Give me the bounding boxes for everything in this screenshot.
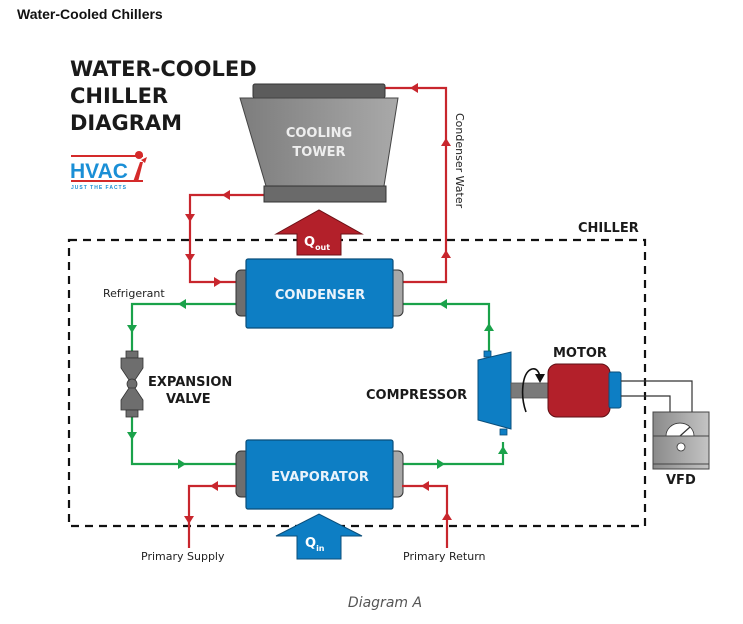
- vfd-label: VFD: [666, 473, 696, 488]
- flow-arrow: [185, 214, 195, 222]
- heat-out-arrow: Qout: [274, 209, 364, 256]
- svg-text:Qin: Qin: [305, 536, 325, 553]
- flow-arrow: [127, 432, 137, 440]
- compressor-label: COMPRESSOR: [366, 388, 467, 403]
- chiller-boundary-label: CHILLER: [578, 221, 639, 236]
- rotation-arrow-icon: [521, 368, 545, 413]
- flow-arrow: [439, 299, 447, 309]
- expansion-valve: [120, 350, 144, 418]
- condenser-label: CONDENSER: [275, 288, 365, 303]
- primary-supply-label: Primary Supply: [141, 550, 225, 563]
- cooling-tower: COOLING TOWER: [239, 83, 399, 203]
- vfd: [652, 411, 710, 470]
- motor: [547, 363, 622, 418]
- cooling-tower-label-2: TOWER: [292, 145, 345, 160]
- flow-arrow: [421, 481, 429, 491]
- flow-arrow: [498, 446, 508, 454]
- page-heading: Water-Cooled Chillers: [17, 6, 163, 22]
- svg-text:Qout: Qout: [304, 235, 330, 252]
- flow-arrow: [484, 323, 494, 331]
- flow-arrow: [410, 83, 418, 93]
- logo-tagline: JUST THE FACTS: [71, 185, 127, 191]
- compressor-shaft: [510, 382, 549, 399]
- flow-arrow: [222, 190, 230, 200]
- logo-text: HVAC: [70, 160, 128, 183]
- q-in-main: Q: [305, 536, 316, 551]
- flow-arrow: [210, 481, 218, 491]
- info-i-icon: [133, 151, 147, 182]
- flow-arrow: [214, 277, 222, 287]
- compressor: [477, 350, 512, 436]
- evaporator-label: EVAPORATOR: [271, 470, 369, 485]
- primary-return-label: Primary Return: [403, 550, 486, 563]
- cooling-tower-label-1: COOLING: [286, 126, 352, 141]
- q-out-main: Q: [304, 235, 315, 250]
- hvac-logo: HVAC JUST THE FACTS: [70, 151, 147, 191]
- q-in-sub: in: [316, 544, 325, 553]
- logo-bar-bottom: [71, 180, 143, 182]
- primary-water-lines: [187, 484, 449, 548]
- primary-water-arrows: [184, 481, 452, 524]
- logo-bar-top: [71, 155, 143, 157]
- flow-arrow: [441, 250, 451, 258]
- condenser-water-label: Condenser Water: [453, 113, 466, 209]
- refrigerant-arrows: [127, 299, 508, 469]
- q-out-sub: out: [315, 243, 330, 252]
- flow-arrow: [442, 512, 452, 520]
- condenser: CONDENSER: [235, 258, 404, 329]
- heat-in-arrow: Qin: [275, 513, 363, 560]
- flow-arrow: [184, 516, 194, 524]
- flow-arrow: [127, 325, 137, 333]
- flow-arrow: [441, 138, 451, 146]
- condenser-water-arrows: [185, 83, 451, 287]
- refrigerant-label: Refrigerant: [103, 287, 165, 300]
- flow-arrow: [185, 254, 195, 262]
- diagram-caption: Diagram A: [347, 595, 423, 611]
- motor-label: MOTOR: [553, 346, 607, 361]
- expansion-valve-label-2: VALVE: [166, 392, 211, 407]
- flow-arrow: [437, 459, 445, 469]
- diagram-title-line-3: DIAGRAM: [70, 111, 182, 135]
- gauge-needle: [679, 426, 691, 437]
- diagram-title-line-1: WATER-COOLED: [70, 57, 257, 81]
- expansion-valve-label-1: EXPANSION: [148, 375, 232, 390]
- chiller-boundary: [67, 238, 647, 528]
- flow-arrow: [178, 459, 186, 469]
- flow-arrow: [178, 299, 186, 309]
- vfd-wires: [621, 380, 693, 412]
- evaporator: EVAPORATOR: [235, 439, 404, 510]
- diagram-title-line-2: CHILLER: [70, 84, 168, 108]
